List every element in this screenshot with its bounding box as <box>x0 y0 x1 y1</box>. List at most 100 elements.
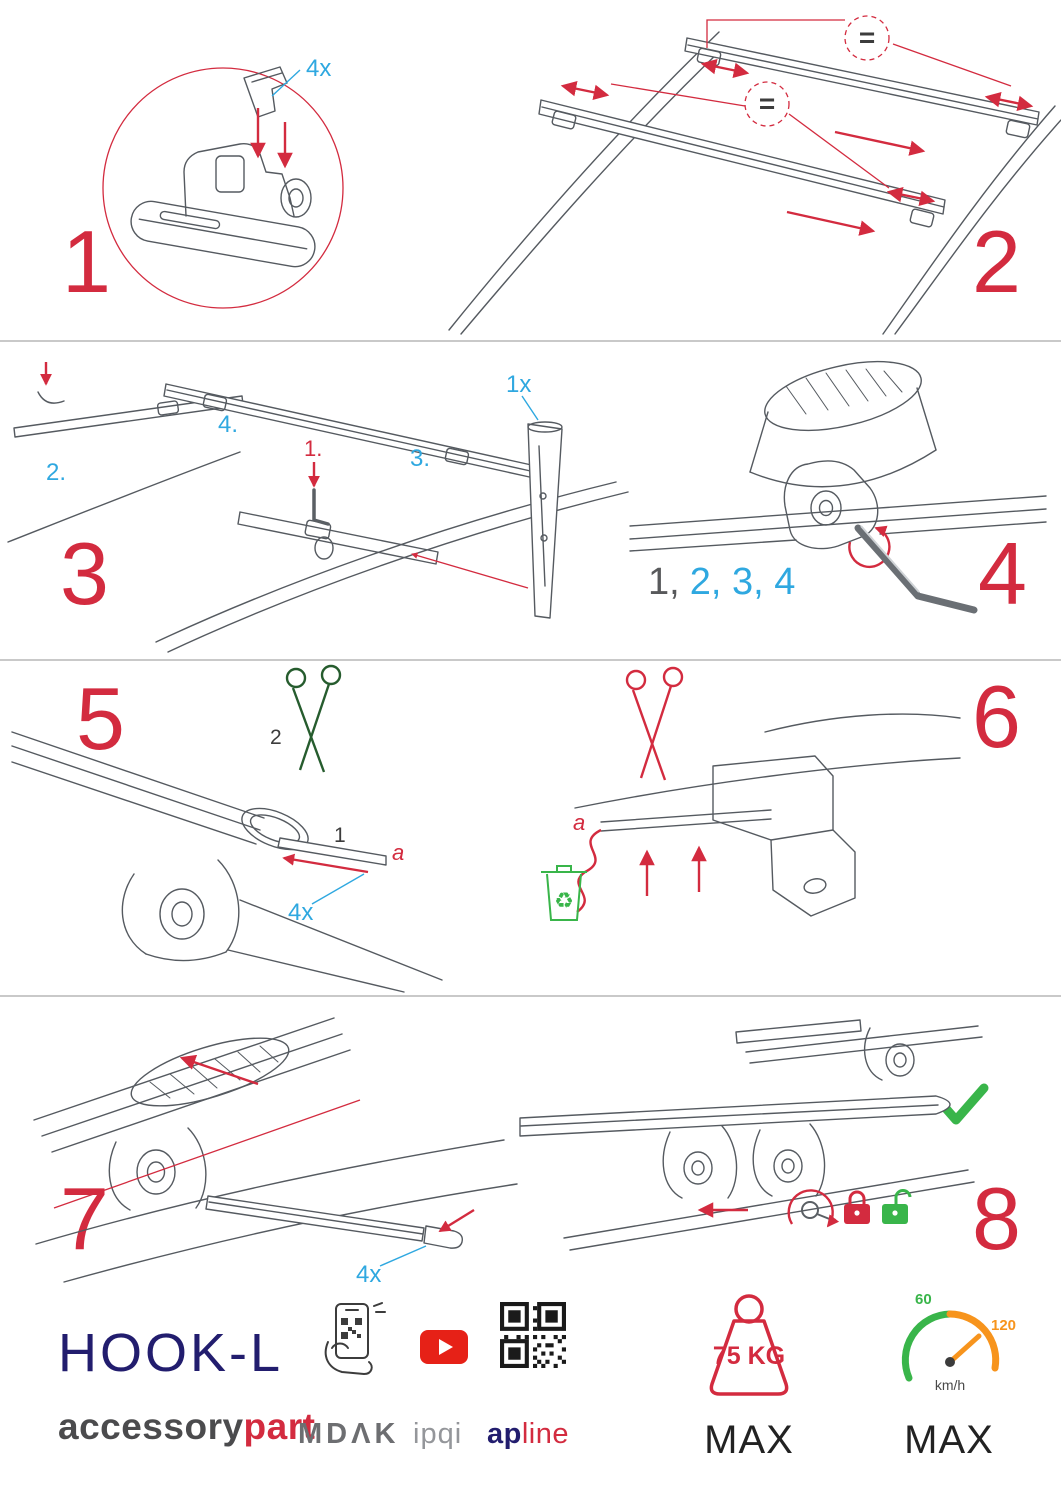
section-divider <box>0 995 1061 997</box>
seq-label-1: 1. <box>304 436 322 461</box>
alignment-arrows <box>560 59 1034 236</box>
cross-bars <box>538 37 1040 215</box>
cross-bar <box>519 1095 951 1137</box>
logo-mdak: MDΛK <box>298 1418 400 1450</box>
rotate-arrow <box>848 525 891 569</box>
roof-rails <box>35 1139 518 1283</box>
roof-rails <box>563 1169 975 1251</box>
allen-key-highlight <box>860 525 920 593</box>
section-divider <box>0 659 1061 661</box>
rail-end-view <box>33 1017 351 1153</box>
step-2-number: 2 <box>972 212 1021 311</box>
step8-illustration <box>519 1019 989 1251</box>
locked-assembly <box>735 1019 983 1081</box>
step-1-number: 1 <box>62 212 111 311</box>
clamp <box>783 460 879 550</box>
qty-label: 4x <box>288 899 313 926</box>
lock-closed-icon <box>844 1190 870 1224</box>
scissors-icon <box>285 664 342 773</box>
pointer-line <box>53 1099 361 1209</box>
press-indicator <box>37 362 65 404</box>
clamp-body <box>183 143 312 218</box>
logo-line: line <box>521 1418 569 1450</box>
tighten-sequence: 1,2, 3, 4 <box>648 561 795 603</box>
seq-label-4: 4. <box>218 411 238 438</box>
roof-rails <box>448 31 1061 335</box>
rubber-strip <box>277 837 387 866</box>
speed-low: 60 <box>915 1291 932 1308</box>
step-8-number: 8 <box>972 1169 1021 1268</box>
brand-accessory: accessory <box>58 1406 244 1447</box>
step1-illustration: 4x <box>102 55 344 309</box>
product-name: HOOK-L <box>58 1323 284 1383</box>
qty-leader-line <box>311 873 365 905</box>
cut-step-label: 2 <box>270 726 282 749</box>
qty-leader-line <box>379 1245 427 1267</box>
magnifier-circle <box>102 67 344 309</box>
max-weight-icon: 75 KG <box>709 1294 789 1396</box>
insert-direction-arrow <box>282 853 369 874</box>
allen-key <box>308 462 330 526</box>
trash-bin-icon <box>541 865 587 921</box>
step-6-number: 6 <box>972 667 1021 766</box>
insert-arrow <box>179 1054 259 1086</box>
cap-insert-arrow <box>438 1208 475 1233</box>
qty-label: 1x <box>506 371 531 398</box>
step-3-number: 3 <box>60 524 109 623</box>
speed-unit: km/h <box>935 1377 965 1393</box>
step4-illustration: 1,2, 3, 4 <box>629 360 1047 614</box>
equal-sign: = <box>759 88 775 119</box>
step5-illustration: 2 a 1 4x <box>11 664 443 993</box>
step-7-number: 7 <box>60 1169 109 1268</box>
pointer-line <box>411 552 529 589</box>
weight-value: 75 KG <box>713 1342 785 1370</box>
step6-illustration: a ♻ <box>541 666 961 921</box>
step2-illustration: = = <box>448 15 1061 335</box>
qty-label: 4x <box>306 55 331 82</box>
scan-phone-icon <box>324 1302 386 1375</box>
cross-bar <box>629 495 1047 552</box>
hook-bracket <box>712 755 856 917</box>
section-divider <box>0 340 1061 342</box>
equal-sign: = <box>859 22 875 53</box>
seq-label-2: 2. <box>46 459 66 486</box>
logo-apline: apline <box>487 1418 569 1451</box>
step-4-number: 4 <box>978 524 1027 623</box>
phone-qr-screen <box>341 1318 362 1339</box>
bar-end-cap <box>205 1195 464 1249</box>
equal-spacing-badge: = <box>610 81 890 189</box>
speed-max-label: MAX <box>904 1418 994 1462</box>
strip-label-a: a <box>573 810 585 835</box>
speed-high: 120 <box>991 1317 1016 1334</box>
logo-ap: ap <box>487 1418 522 1450</box>
scissors-icon <box>625 666 684 781</box>
seq-label-3: 3. <box>410 445 430 472</box>
recycle-icon: ♻ <box>554 888 574 913</box>
strip-label-a: a <box>392 840 404 865</box>
clamp <box>121 859 240 962</box>
tool-holder <box>527 421 563 619</box>
rail-continuation <box>227 899 443 993</box>
speedometer-icon: 60 120 km/h <box>901 1291 1016 1393</box>
brand-logo: accessorypart <box>58 1406 315 1448</box>
rotate-arrow <box>787 1189 840 1228</box>
equal-spacing-badge: = <box>706 15 1012 87</box>
roof-bar-cross-section <box>130 200 316 268</box>
brand-part: part <box>243 1406 316 1447</box>
step3-illustration: 1. 2. 3. 4. 1x <box>7 362 629 653</box>
step-5-number: 5 <box>76 669 125 768</box>
qty-label: 4x <box>356 1261 381 1288</box>
lock-open-icon <box>882 1189 912 1224</box>
key-icon <box>801 1201 833 1221</box>
rail-cutaway <box>749 360 937 488</box>
strip-label-1: 1 <box>334 824 346 847</box>
allen-key <box>854 524 978 614</box>
strip <box>600 809 772 832</box>
speedo-needle <box>947 1333 982 1365</box>
qty-leader-line <box>521 395 539 421</box>
weight-max-label: MAX <box>704 1418 794 1462</box>
roof-surface <box>574 713 961 809</box>
clamp <box>662 1125 738 1199</box>
bar-feet <box>551 47 1031 228</box>
